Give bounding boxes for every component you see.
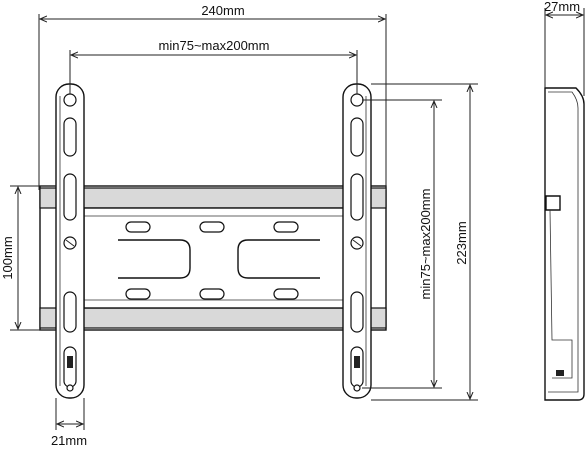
dim-overall-width: 240mm xyxy=(38,3,387,190)
mount-rail xyxy=(39,185,387,331)
dim-depth: 27mm xyxy=(544,0,585,96)
hole-width-label: min75~max200mm xyxy=(159,38,270,53)
right-arm xyxy=(342,83,372,399)
dim-rail-height: 100mm xyxy=(0,185,56,331)
depth-label: 27mm xyxy=(544,0,580,14)
dim-hole-height: min75~max200mm xyxy=(362,99,442,389)
dim-arm-width: 21mm xyxy=(51,398,87,448)
hole-height-label: min75~max200mm xyxy=(418,189,433,300)
dim-overall-height: 223mm xyxy=(371,83,478,401)
left-arm xyxy=(55,83,85,399)
overall-width-label: 240mm xyxy=(201,3,244,18)
dim-hole-width: min75~max200mm xyxy=(69,38,358,94)
side-profile xyxy=(544,87,585,401)
overall-height-label: 223mm xyxy=(454,221,469,264)
arm-width-label: 21mm xyxy=(51,433,87,448)
rail-height-label: 100mm xyxy=(0,236,15,279)
